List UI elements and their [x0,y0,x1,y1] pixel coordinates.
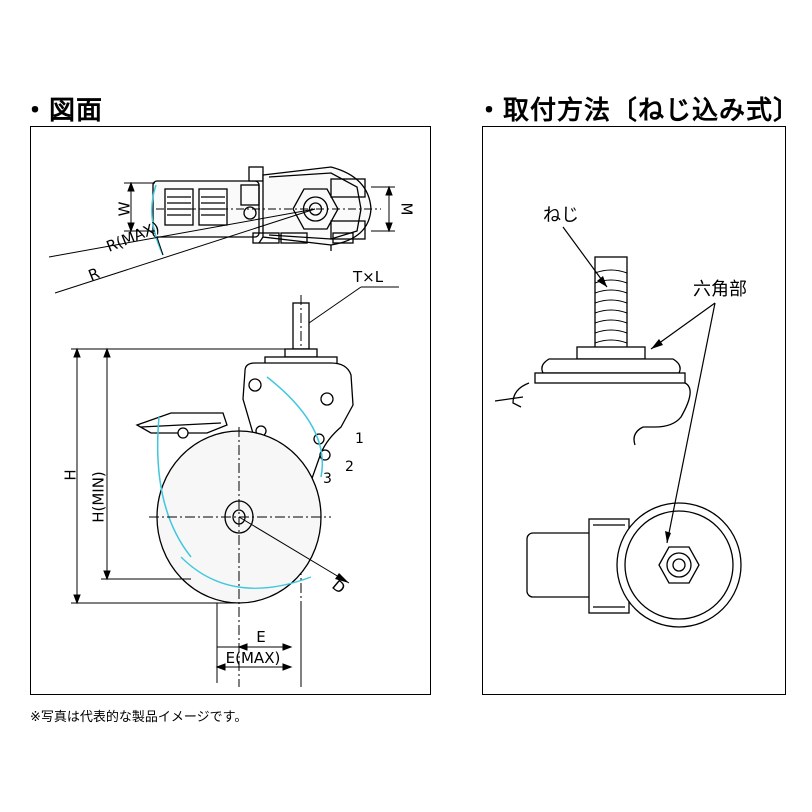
caster-body [494,382,691,446]
w-label: W [116,201,134,216]
txl-label: T×L [352,268,384,286]
screw-threads [594,269,628,344]
swing-arc-outer [156,416,192,558]
hex-section [534,346,686,384]
e-dimensions [215,603,293,683]
mounting-illustration: ねじ 六角部 [494,205,747,628]
threaded-screw [594,256,628,350]
d-label: D [328,576,348,597]
callout-2: 2 [345,459,354,475]
swing-arc-fork [266,376,324,478]
hex-leader-bottom [666,302,716,544]
w-dimension [124,181,155,233]
h-min-label: H(MIN) [90,471,108,523]
mounting-panel: ねじ 六角部 [482,126,786,695]
h-dimensions [71,347,287,605]
txl-leader [308,286,362,324]
photo-footnote: ※写真は代表的な製品イメージです。 [30,710,248,725]
drawing-heading: ・図面 [22,96,104,126]
brake-pedal [135,412,228,439]
m-label: M [398,203,416,216]
hex-leader-top [650,302,716,350]
drawing-panel: W M R(MAX) R T×L [30,126,431,695]
e-label: E [256,628,265,646]
wheel-top-view [526,502,742,628]
caster-dimension-drawing: W M R(MAX) R T×L [48,166,416,687]
d-dimension-line [238,516,350,584]
r-dimensions [48,208,316,294]
swing-arc-wheel [180,556,312,589]
m-dimension [371,185,395,233]
e-max-label: E(MAX) [226,649,281,667]
screw-leader [562,226,608,288]
screw-label: ねじ [543,205,579,226]
top-view [152,166,372,251]
top-view-swing-arc [151,184,164,256]
callout-3: 3 [323,471,332,487]
h-label: H [62,469,80,480]
r-label: R [86,264,102,285]
callout-1: 1 [355,431,364,447]
mounting-method-heading: ・取付方法〔ねじ込み式〕 [476,96,801,126]
hex-label: 六角部 [693,279,747,300]
